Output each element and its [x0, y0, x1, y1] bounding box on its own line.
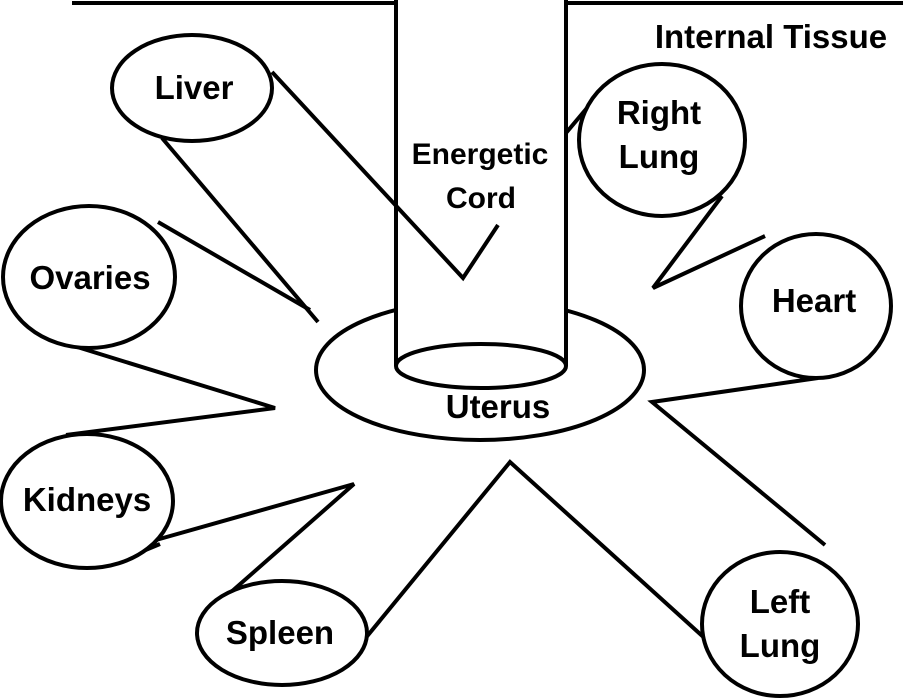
kidneys-label: Kidneys: [23, 481, 151, 518]
left-lung-label-line2: Lung: [740, 627, 821, 664]
heart-label: Heart: [772, 282, 856, 319]
diagram-title: Internal Tissue: [655, 18, 887, 55]
liver-label: Liver: [155, 69, 234, 106]
ovaries-circle: [1, 204, 177, 350]
liver-pointer-lower: [160, 136, 320, 324]
uterus-label: Uterus: [446, 388, 551, 425]
spleen-label: Spleen: [226, 614, 334, 651]
right-lung-label-line1: Right: [617, 94, 701, 131]
kidneys-circle: [0, 432, 175, 570]
ovaries-label: Ovaries: [29, 259, 150, 296]
right-lung-label-line2: Lung: [619, 138, 700, 175]
liver-pointer: [270, 70, 500, 282]
energetic-cord: [394, 0, 568, 390]
liver-circle: [110, 33, 274, 143]
heart-pointer-lower: [647, 376, 827, 547]
left-lung-label-line1: Left: [750, 583, 811, 620]
heart-circle: [739, 232, 893, 380]
spleen-circle: [195, 579, 369, 687]
cord-opening: [394, 342, 568, 390]
ovaries-pointer-lower: [65, 344, 276, 437]
cord-label-line1: Energetic: [412, 138, 549, 171]
left-lung-circle: [700, 550, 860, 698]
kidneys-pointer: [155, 482, 356, 602]
spleen-pointer: [362, 459, 722, 654]
cord-label-line2: Cord: [446, 182, 516, 215]
heart-pointer-upper: [651, 194, 766, 290]
right-lung-circle: [577, 62, 747, 218]
ovaries-pointer-upper: [156, 220, 312, 312]
